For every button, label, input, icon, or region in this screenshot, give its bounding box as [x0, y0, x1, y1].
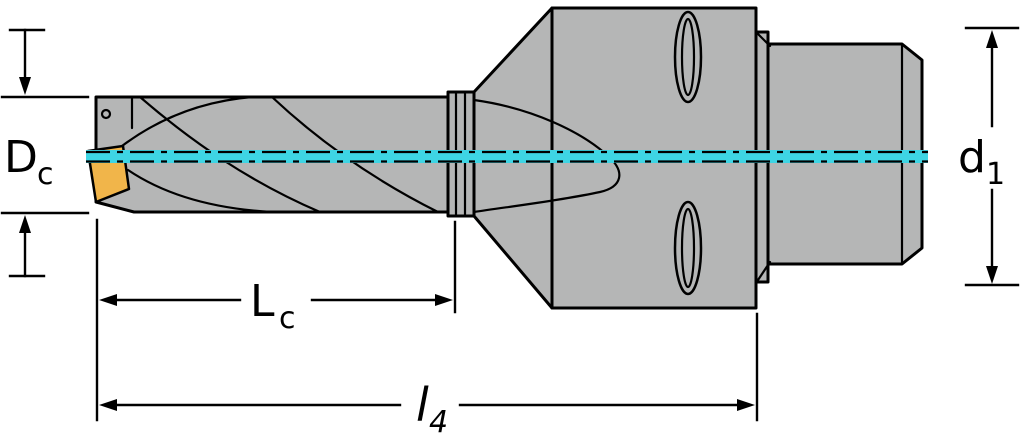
neck-chamfer-top: [756, 32, 772, 48]
overall-length-label: l4: [416, 378, 448, 440]
wrench-slot-top: [673, 10, 703, 104]
flute-runout: [472, 98, 621, 214]
coolant-hole: [100, 108, 112, 120]
dc-arrow-up: [19, 215, 31, 233]
l4-arrow-right: [737, 399, 755, 411]
neck-chamfer-bottom: [756, 260, 772, 282]
d1-arrow-up: [986, 30, 998, 48]
wrench-slot-top-inner: [680, 17, 696, 97]
wrench-slot-bottom-inner: [680, 207, 696, 289]
coolant-channel: [86, 150, 928, 163]
d1-arrow-down: [986, 266, 998, 284]
wrench-slot-bottom: [673, 200, 703, 296]
shank-diameter-label: d1: [958, 132, 1005, 192]
flute-curve-lower-tip: [126, 168, 274, 214]
lc-arrow-left: [99, 294, 117, 306]
dimension-arrowheads: [19, 30, 998, 411]
flute-curve-upper-tip: [120, 95, 254, 148]
coolant-centerline: [86, 150, 928, 163]
dc-arrow-down: [19, 77, 31, 95]
lc-arrow-right: [435, 294, 453, 306]
l4-arrow-left: [99, 399, 117, 411]
cutting-diameter-label: Dc: [4, 132, 54, 192]
dimension-lines: [0, 26, 1020, 422]
